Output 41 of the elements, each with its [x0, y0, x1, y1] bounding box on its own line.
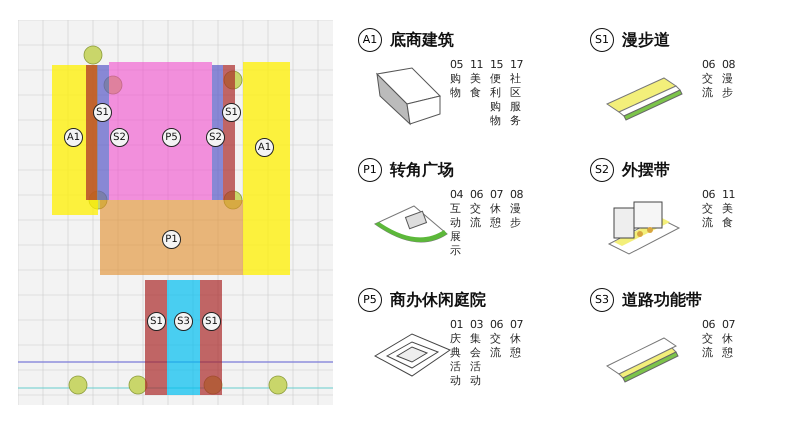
activity-label: 06 交流: [702, 58, 716, 100]
activity-label: 08 漫步: [510, 188, 524, 230]
type-code-badge: A1: [358, 28, 382, 52]
activity-label: 06 交流: [702, 188, 716, 230]
type-code-badge: S1: [590, 28, 614, 52]
zone-code-badge: S1: [93, 103, 112, 122]
activity-label: 15 便利购物: [490, 58, 504, 128]
activity-label: 03 集会活动: [470, 318, 484, 388]
activity-label: 17 社区服务: [510, 58, 524, 128]
activity-label: 01 庆典活动: [450, 318, 464, 388]
plan-zone: [200, 280, 222, 395]
plan-zone: [100, 200, 243, 275]
zone-code-badge: A1: [64, 128, 83, 147]
activity-label: 06 交流: [702, 318, 716, 360]
type-title: 商办休闲庭院: [390, 289, 486, 311]
activity-label: 07 休憩: [722, 318, 736, 360]
activity-label: 07 休憩: [490, 188, 504, 230]
zone-code-badge: S1: [202, 312, 221, 331]
activity-label: 06 交流: [470, 188, 484, 230]
type-title: 底商建筑: [390, 29, 454, 51]
zone-code-badge: A1: [255, 138, 274, 157]
zone-code-badge: S1: [147, 312, 166, 331]
type-code-badge: P5: [358, 288, 382, 312]
type-title: 转角广场: [390, 159, 454, 181]
type-title: 道路功能带: [622, 289, 702, 311]
plan-zone: [145, 280, 167, 395]
activity-label: 11 美食: [470, 58, 484, 100]
zone-code-badge: S3: [174, 312, 193, 331]
activity-label: 06 交流: [490, 318, 504, 360]
type-title: 漫步道: [622, 29, 670, 51]
plan-zone: [243, 62, 290, 275]
type-title: 外摆带: [622, 159, 670, 181]
activity-label: 07 休憩: [510, 318, 524, 360]
type-code-badge: S3: [590, 288, 614, 312]
activity-label: 05 购物: [450, 58, 464, 100]
type-code-badge: S2: [590, 158, 614, 182]
type-code-badge: P1: [358, 158, 382, 182]
activity-label: 04 互动展示: [450, 188, 464, 258]
activity-label: 11 美食: [722, 188, 736, 230]
activity-label: 08 漫步: [722, 58, 736, 100]
plan-zone: [167, 280, 200, 395]
